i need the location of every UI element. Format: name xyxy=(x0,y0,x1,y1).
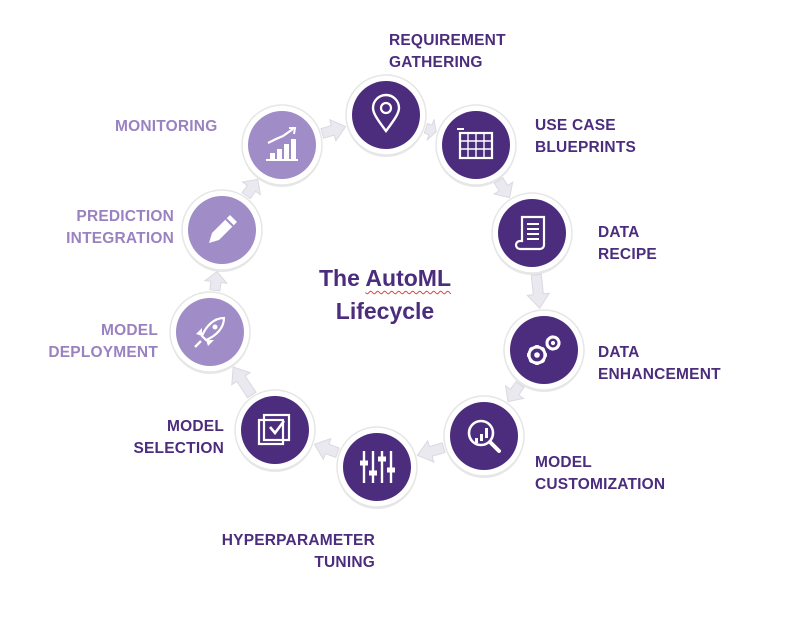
stage-circle xyxy=(343,433,411,501)
stage-node-requirement-gathering xyxy=(345,74,427,157)
label-monitoring: MONITORING xyxy=(115,118,218,135)
cycle-arrow xyxy=(313,437,340,461)
center-title-line2: Lifecycle xyxy=(335,298,435,324)
stage-circle xyxy=(248,111,316,179)
stage-node-model-customization xyxy=(443,395,525,478)
location-pin-icon xyxy=(371,93,401,134)
stage-node-model-deployment xyxy=(169,291,251,374)
bar-chart-trend-icon xyxy=(266,127,298,161)
cycle-arrow xyxy=(526,273,551,310)
stage-node-monitoring xyxy=(241,104,323,187)
cycle-arrow xyxy=(241,178,262,200)
document-scroll-icon xyxy=(514,215,546,251)
stage-node-data-enhancement xyxy=(503,309,585,392)
center-title: The AutoML Lifecycle xyxy=(300,262,470,328)
stage-node-data-recipe xyxy=(491,192,573,275)
stage-circle xyxy=(241,396,309,464)
cycle-arrow xyxy=(203,271,228,292)
center-title-line1: The AutoML xyxy=(318,265,451,291)
blueprint-grid-icon xyxy=(457,128,494,160)
cycle-arrows xyxy=(203,118,551,463)
magnifier-chart-icon xyxy=(467,419,501,453)
gears-icon xyxy=(527,335,561,365)
pencil-icon xyxy=(209,215,237,243)
stage-circle xyxy=(352,81,420,149)
cycle-arrow xyxy=(423,119,437,141)
cycle-arrow xyxy=(231,366,257,399)
cycle-arrow xyxy=(504,380,525,403)
checkbox-stack-icon xyxy=(257,413,291,446)
stage-node-model-selection xyxy=(234,389,316,472)
stage-circle xyxy=(176,298,244,366)
sliders-icon xyxy=(360,451,395,483)
rocket-icon xyxy=(194,316,226,348)
stage-node-hyperparameter-tuning xyxy=(336,426,418,509)
cycle-arrow xyxy=(492,177,514,199)
stage-node-prediction-integration xyxy=(181,189,263,272)
cycle-arrow xyxy=(416,439,446,463)
stage-circle xyxy=(450,402,518,470)
stage-nodes xyxy=(169,74,585,509)
stage-node-use-case-blueprints xyxy=(435,104,517,187)
cycle-arrow xyxy=(320,118,347,143)
